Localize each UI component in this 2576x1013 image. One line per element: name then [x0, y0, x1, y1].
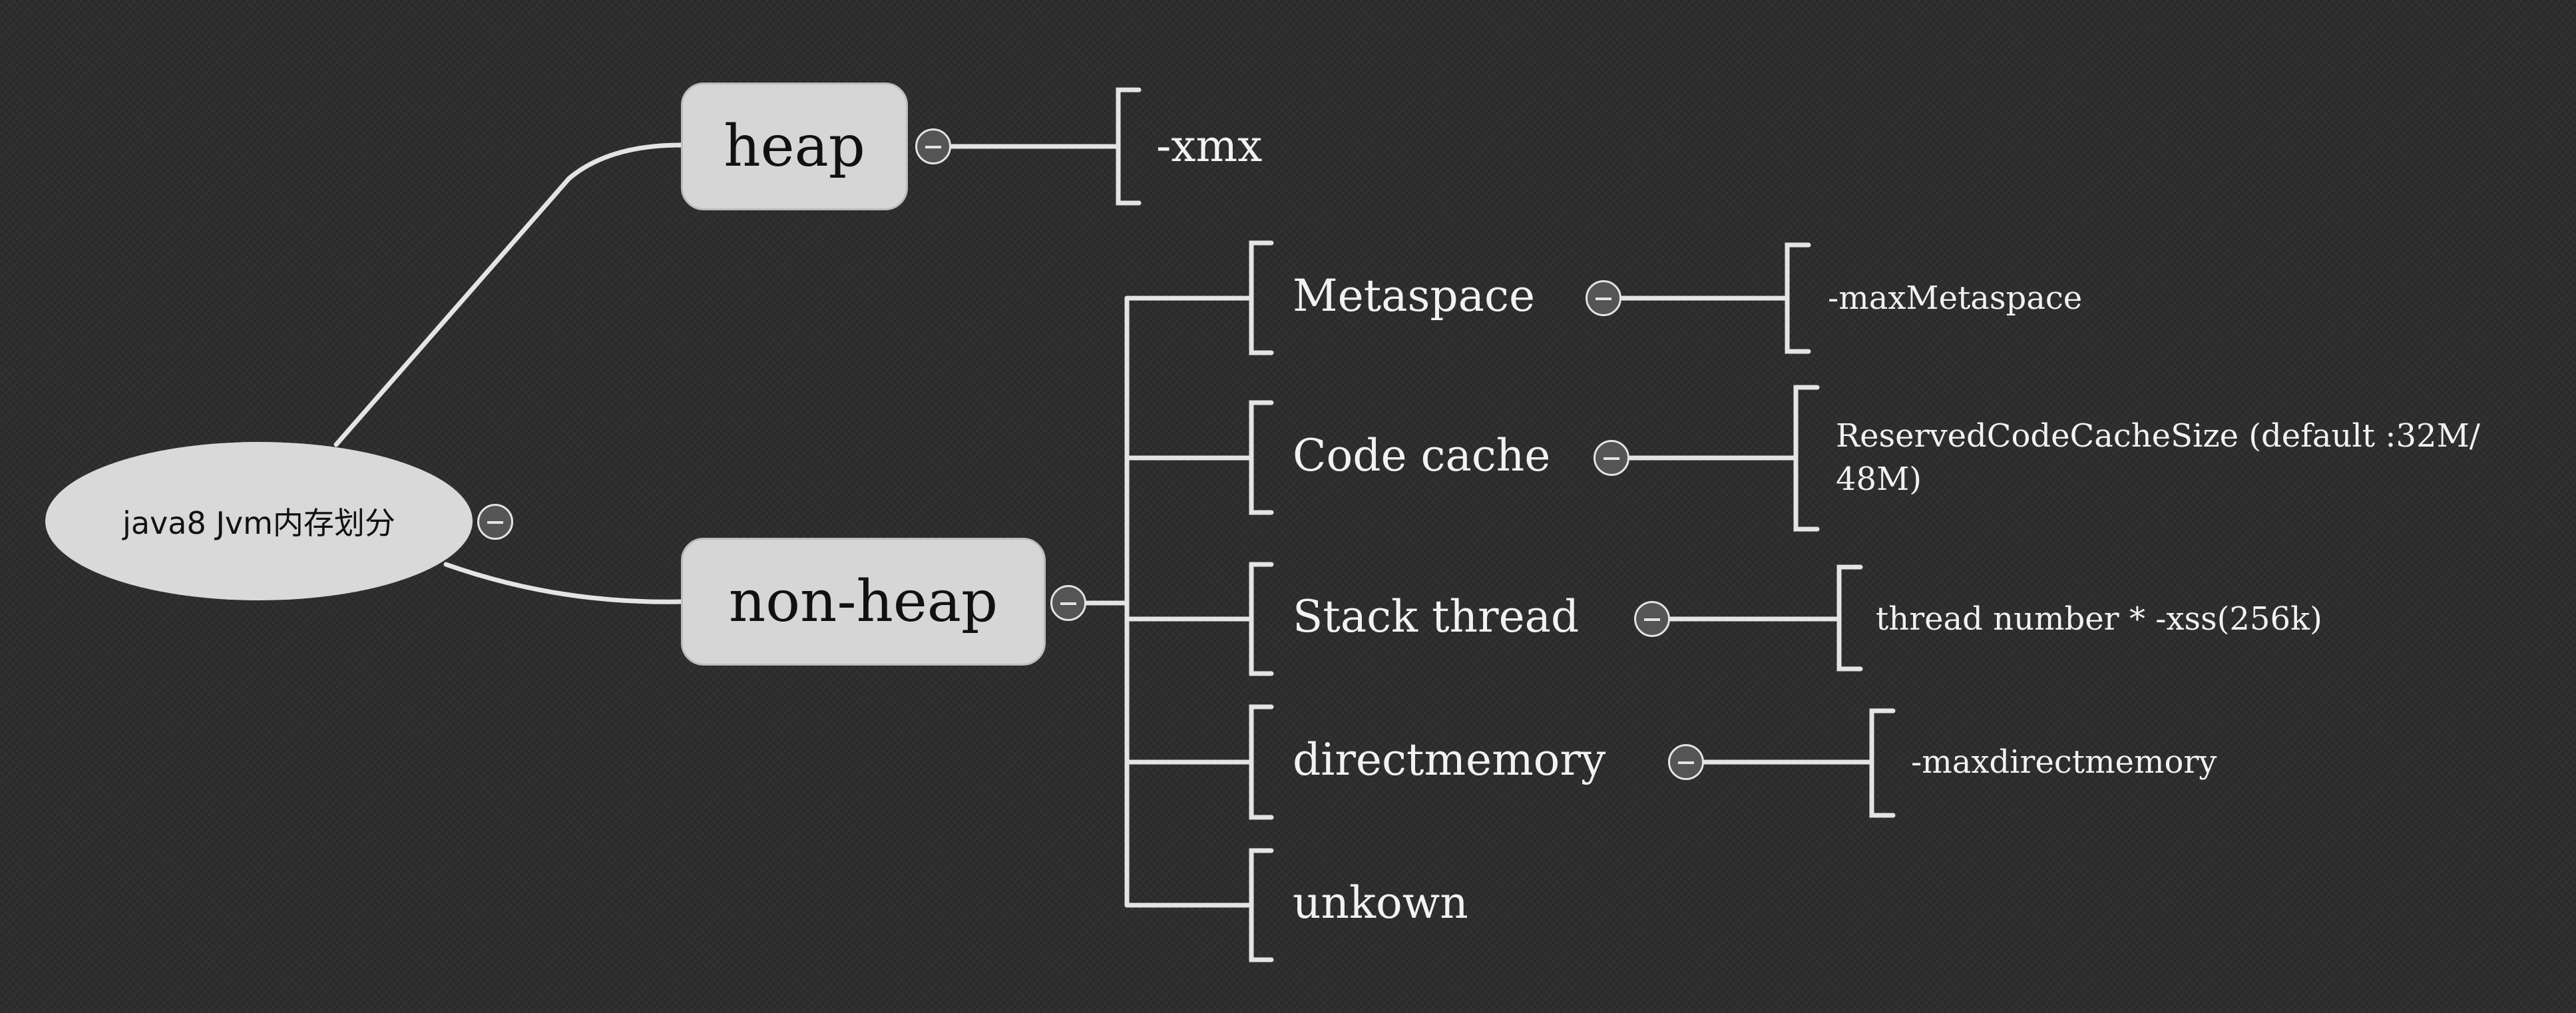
- heap-label: heap: [724, 113, 865, 180]
- metaspace-node[interactable]: Metaspace: [1293, 270, 1535, 321]
- heap-child-xmx[interactable]: -xmx: [1156, 120, 1263, 172]
- root-node[interactable]: java8 Jvm内存划分: [45, 442, 473, 600]
- stack-thread-collapse-icon[interactable]: [1634, 601, 1670, 637]
- directmemory-collapse-icon[interactable]: [1668, 744, 1704, 780]
- directmemory-detail[interactable]: -maxdirectmemory: [1911, 743, 2217, 781]
- unkown-node[interactable]: unkown: [1293, 877, 1468, 928]
- code-cache-detail-line2: 48M): [1836, 460, 1922, 498]
- stack-thread-detail[interactable]: thread number * -xss(256k): [1876, 600, 2322, 638]
- non-heap-label: non-heap: [728, 568, 998, 635]
- non-heap-node[interactable]: non-heap: [681, 538, 1046, 666]
- heap-node[interactable]: heap: [681, 83, 908, 210]
- stack-thread-node[interactable]: Stack thread: [1293, 591, 1580, 642]
- code-cache-collapse-icon[interactable]: [1594, 440, 1629, 476]
- code-cache-detail[interactable]: ReservedCodeCacheSize (default :32M/ 48M…: [1836, 415, 2480, 501]
- directmemory-node[interactable]: directmemory: [1293, 734, 1606, 785]
- metaspace-detail[interactable]: -maxMetaspace: [1828, 280, 2083, 317]
- code-cache-node[interactable]: Code cache: [1293, 430, 1551, 481]
- heap-collapse-icon[interactable]: [915, 128, 951, 164]
- metaspace-collapse-icon[interactable]: [1586, 280, 1621, 316]
- root-label: java8 Jvm内存划分: [122, 505, 395, 541]
- non-heap-collapse-icon[interactable]: [1050, 585, 1086, 621]
- code-cache-detail-line1: ReservedCodeCacheSize (default :32M/: [1836, 417, 2480, 455]
- root-collapse-icon[interactable]: [477, 504, 513, 540]
